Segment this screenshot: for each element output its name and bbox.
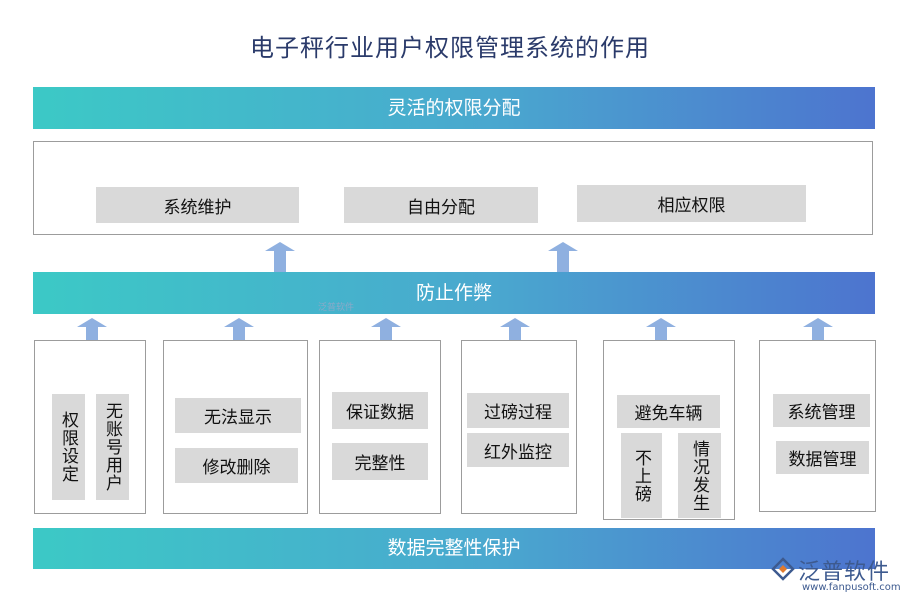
- logo-name: 泛普软件: [798, 560, 891, 585]
- column-2-item-1: 无法显示: [175, 398, 301, 433]
- top-bar: 灵活的权限分配: [33, 87, 875, 129]
- column-2-item-2: 修改删除: [175, 448, 298, 483]
- top-item-1: 系统维护: [96, 187, 299, 223]
- column-3-item-2: 完整性: [332, 443, 428, 480]
- column-1-panel: [34, 340, 146, 514]
- column-5-item-2: 不上磅: [621, 433, 662, 518]
- column-6-item-2: 数据管理: [776, 441, 869, 474]
- diagram-title: 电子秤行业用户权限管理系统的作用: [250, 34, 650, 62]
- top-item-3: 相应权限: [577, 185, 806, 222]
- up-arrow-icon: [500, 318, 530, 348]
- up-arrow-icon: [371, 318, 401, 348]
- up-arrow-icon: [646, 318, 676, 348]
- top-item-2: 自由分配: [344, 187, 538, 223]
- column-1-item-1: 权限设定: [52, 394, 85, 500]
- watermark-text: 泛普软件: [318, 303, 355, 313]
- column-6-item-1: 系统管理: [773, 394, 870, 427]
- column-5-item-3: 情况发生: [678, 433, 721, 518]
- logo-icon: [771, 557, 795, 581]
- up-arrow-icon: [803, 318, 833, 348]
- column-5-item-1: 避免车辆: [617, 395, 720, 428]
- middle-bar: 防止作弊: [33, 272, 875, 314]
- up-arrow-icon: [224, 318, 254, 348]
- column-4-item-1: 过磅过程: [467, 393, 569, 428]
- bottom-bar: 数据完整性保护: [33, 528, 875, 569]
- column-4-item-2: 红外监控: [467, 433, 569, 467]
- up-arrow-icon: [265, 242, 295, 272]
- up-arrow-icon: [77, 318, 107, 348]
- logo-url: www.fanpusoft.com: [802, 582, 900, 593]
- column-3-item-1: 保证数据: [332, 392, 428, 429]
- column-1-item-2: 无账号用户: [96, 394, 129, 500]
- up-arrow-icon: [548, 242, 578, 272]
- brand-logo: 泛普软件 www.fanpusoft.com: [770, 554, 900, 598]
